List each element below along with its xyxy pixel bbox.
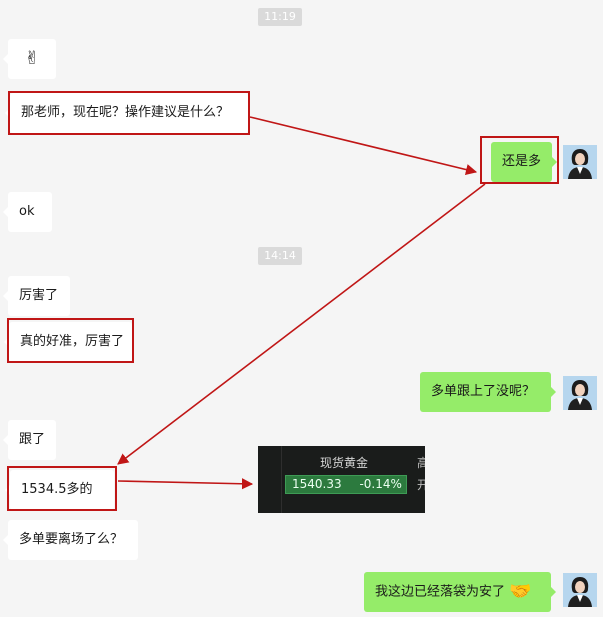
message-outgoing[interactable]: 我这边已经落袋为安了 🤝 [364,572,556,612]
quote-row: 1540.33 -0.14% [285,475,407,494]
message-incoming[interactable]: ok [3,192,52,232]
red-arrow [249,116,478,176]
message-text: 那老师，现在呢？操作建议是什么？ [21,105,230,120]
message-text: 跟了 [19,432,46,447]
female-avatar-icon[interactable] [563,573,597,607]
message-text: 真的好准，厉害了 [20,334,125,349]
female-avatar-icon[interactable] [563,376,597,410]
message-outgoing[interactable]: 多单跟上了没呢？ [420,372,556,412]
female-avatar-icon[interactable] [563,145,597,179]
message-incoming[interactable]: 1534.5多的 [5,470,114,510]
quote-change: -0.14% [359,477,402,491]
quote-edge-label: 开 [417,478,425,492]
message-text: 厉害了 [19,288,59,303]
message-text: 多单要离场了么？ [19,532,124,547]
red-arrow [117,183,486,465]
message-text: 我这边已经落袋为安了 [375,584,506,600]
victory-hand-icon: ✌ [24,48,40,69]
message-incoming[interactable]: 那老师，现在呢？操作建议是什么？ [5,93,248,133]
chat-image-gold-quote[interactable]: 现货黄金 高 1540.33 -0.14% 开 [258,446,425,513]
quote-price: 1540.33 [292,477,342,491]
message-outgoing[interactable]: 还是多 [491,142,557,182]
message-incoming[interactable]: ✌ [3,39,56,79]
handshake-icon: 🤝 [509,581,532,602]
message-incoming[interactable]: 跟了 [3,420,56,460]
quote-title: 现货黄金 [320,456,369,470]
message-incoming[interactable]: 真的好准，厉害了 [4,322,132,362]
message-text: 还是多 [502,154,542,169]
message-text: 多单跟上了没呢？ [431,384,536,399]
message-incoming[interactable]: 多单要离场了么？ [3,520,138,560]
message-text: 1534.5多的 [21,482,93,497]
red-arrow [117,478,254,490]
quote-edge-label: 高 [417,456,425,470]
timestamp: 14:14 [258,247,302,265]
timestamp: 11:19 [258,8,302,26]
message-incoming[interactable]: 厉害了 [3,276,70,316]
panel-divider [281,446,282,513]
message-text: ok [19,204,35,219]
